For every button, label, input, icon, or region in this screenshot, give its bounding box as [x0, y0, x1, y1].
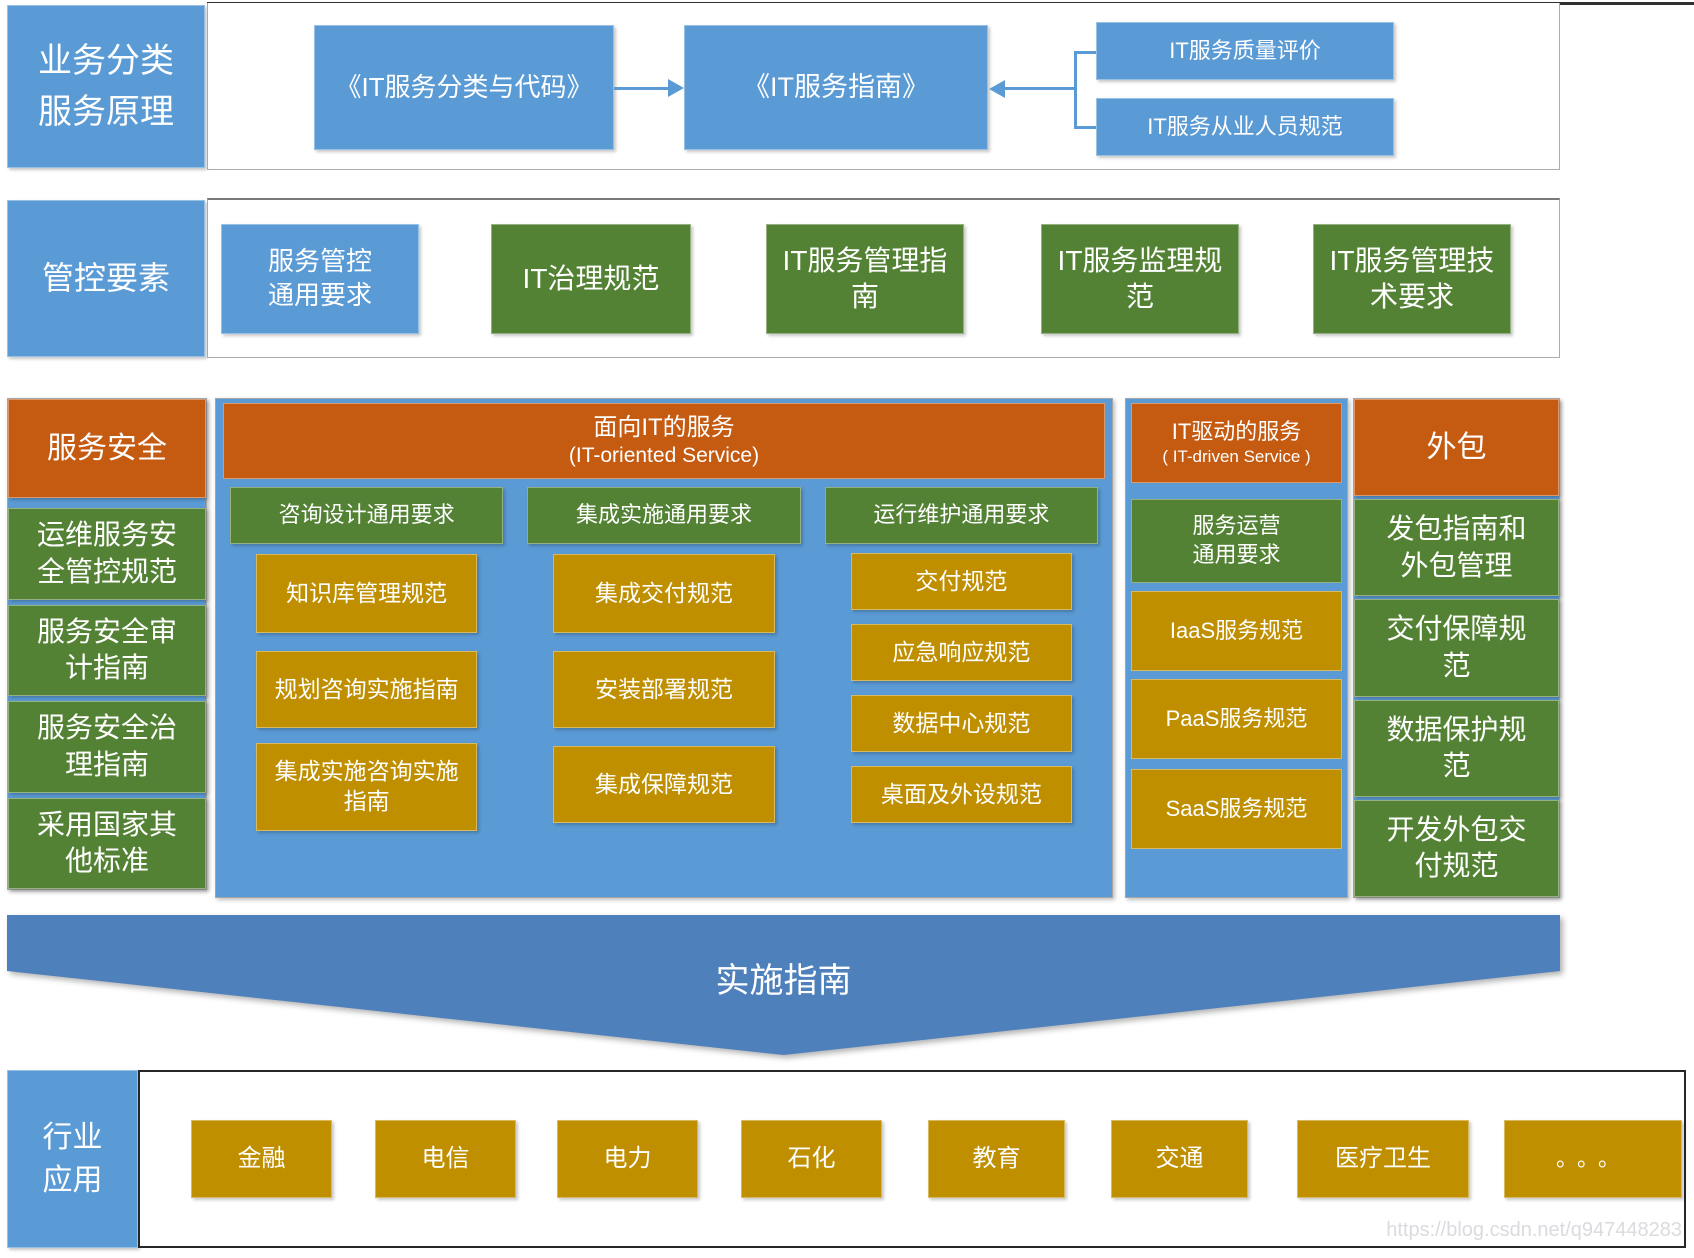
- control-row-container: 服务管控 通用要求 IT治理规范 IT服务管理指 南 IT服务监理规 范 IT服…: [207, 198, 1560, 358]
- operation-maintenance-column: 运行维护通用要求 交付规范 应急响应规范 数据中心规范 桌面及外设规范: [824, 487, 1098, 889]
- industry-box: 交通: [1111, 1120, 1248, 1198]
- it-driven-title: IT驱动的服务: [1171, 418, 1302, 444]
- it-oriented-columns: 咨询设计通用要求 知识库管理规范 规划咨询实施指南 集成实施咨询实施 指南 集成…: [230, 487, 1098, 889]
- control-row-label: 管控要素: [7, 200, 205, 357]
- implementation-arrow: 实施指南: [7, 915, 1560, 1055]
- security-item-box: 服务安全审 计指南: [8, 604, 206, 696]
- security-item-box: 运维服务安 全管控规范: [8, 508, 206, 600]
- standard-box: 知识库管理规范: [256, 554, 478, 633]
- outsourcing-item-box: 数据保护规 范: [1354, 699, 1559, 797]
- service-security-items: 运维服务安 全管控规范 服务安全审 计指南 服务安全治 理指南 采用国家其 他标…: [8, 508, 206, 889]
- control-item-box: IT服务管理指 南: [766, 224, 964, 334]
- standard-box: 集成实施咨询实施 指南: [256, 743, 478, 831]
- column-header-box: 集成实施通用要求: [527, 487, 801, 544]
- implementation-arrow-label: 实施指南: [715, 962, 852, 1000]
- personnel-spec-box: IT服务从业人员规范: [1096, 98, 1394, 156]
- outsourcing-items: 发包指南和 外包管理 交付保障规 范 数据保护规 范 开发外包交 付规范: [1354, 499, 1559, 897]
- outsourcing-header: 外包: [1354, 399, 1559, 496]
- industry-row-container: 金融 电信 电力 石化 教育 交通 医疗卫生 。。。 https://blog.…: [138, 1070, 1686, 1248]
- column-header-box: 咨询设计通用要求: [230, 487, 504, 544]
- standard-box: PaaS服务规范: [1131, 679, 1342, 759]
- consulting-design-column: 咨询设计通用要求 知识库管理规范 规划咨询实施指南 集成实施咨询实施 指南: [230, 487, 504, 889]
- arrow-right-line: [614, 87, 670, 90]
- service-guide-box: 《IT服务指南》: [684, 25, 988, 150]
- security-item-box: 服务安全治 理指南: [8, 701, 206, 793]
- it-driven-subtitle: ( IT-driven Service ): [1162, 447, 1311, 467]
- standard-box: 集成保障规范: [553, 746, 775, 823]
- watermark-text: https://blog.csdn.net/q947448283: [1386, 1219, 1682, 1241]
- industry-box: 金融: [191, 1120, 332, 1198]
- industry-box: 医疗卫生: [1297, 1120, 1469, 1198]
- control-item-box: 服务管控 通用要求: [221, 224, 419, 334]
- control-item-box: IT服务管理技 术要求: [1313, 224, 1511, 334]
- principle-row-label: 业务分类 服务原理: [7, 5, 205, 168]
- outsourcing-panel: 外包 发包指南和 外包管理 交付保障规 范 数据保护规 范 开发外包交 付规范: [1353, 398, 1560, 898]
- standard-box: SaaS服务规范: [1131, 769, 1342, 849]
- standard-box: 规划咨询实施指南: [256, 651, 478, 728]
- standard-box: 数据中心规范: [850, 695, 1072, 752]
- service-operation-header-box: 服务运营 通用要求: [1131, 499, 1342, 583]
- standard-box: 安装部署规范: [553, 651, 775, 728]
- arrow-right-icon: [668, 79, 684, 97]
- it-oriented-subtitle: (IT-oriented Service): [568, 443, 760, 467]
- arrow-left-icon: [989, 80, 1005, 98]
- standard-box: 交付规范: [850, 553, 1072, 610]
- it-oriented-title: 面向IT的服务: [593, 413, 735, 441]
- outsourcing-item-box: 发包指南和 外包管理: [1354, 499, 1559, 597]
- industry-box: 电力: [557, 1120, 698, 1198]
- industry-row-label: 行业 应用: [7, 1070, 138, 1248]
- it-driven-panel: IT驱动的服务 ( IT-driven Service ) 服务运营 通用要求 …: [1125, 398, 1348, 898]
- bracket-bottom-stub: [1074, 126, 1096, 129]
- industry-box-more: 。。。: [1504, 1120, 1682, 1198]
- outsourcing-item-box: 开发外包交 付规范: [1354, 799, 1559, 897]
- principle-row-container: 《IT服务分类与代码》 《IT服务指南》 IT服务质量评价 IT服务从业人员规范: [207, 3, 1560, 170]
- industry-box: 教育: [928, 1120, 1065, 1198]
- standard-box: IaaS服务规范: [1131, 591, 1342, 671]
- column-header-box: 运行维护通用要求: [824, 487, 1098, 544]
- standard-box: 应急响应规范: [850, 624, 1072, 681]
- bracket-top-stub: [1074, 51, 1096, 54]
- security-item-box: 采用国家其 他标准: [8, 797, 206, 889]
- service-security-panel: 服务安全 运维服务安 全管控规范 服务安全审 计指南 服务安全治 理指南 采用国…: [7, 398, 207, 890]
- control-item-box: IT治理规范: [491, 224, 691, 334]
- it-oriented-panel: 面向IT的服务 (IT-oriented Service) 咨询设计通用要求 知…: [215, 398, 1113, 898]
- industry-box: 电信: [375, 1120, 516, 1198]
- bracket-connector: [1074, 51, 1077, 129]
- outsourcing-item-box: 交付保障规 范: [1354, 599, 1559, 697]
- it-driven-header: IT驱动的服务 ( IT-driven Service ): [1131, 403, 1342, 483]
- arrow-left-line: [1003, 87, 1076, 90]
- it-oriented-header: 面向IT的服务 (IT-oriented Service): [223, 403, 1105, 479]
- standard-box: 桌面及外设规范: [850, 766, 1072, 823]
- service-security-header: 服务安全: [8, 399, 206, 498]
- classification-code-box: 《IT服务分类与代码》: [314, 25, 614, 150]
- integration-implementation-column: 集成实施通用要求 集成交付规范 安装部署规范 集成保障规范: [527, 487, 801, 889]
- quality-evaluation-box: IT服务质量评价: [1096, 22, 1394, 80]
- standard-box: 集成交付规范: [553, 554, 775, 633]
- control-item-box: IT服务监理规 范: [1041, 224, 1239, 334]
- implementation-arrow-shape: 实施指南: [7, 915, 1560, 1055]
- industry-box: 石化: [741, 1120, 882, 1198]
